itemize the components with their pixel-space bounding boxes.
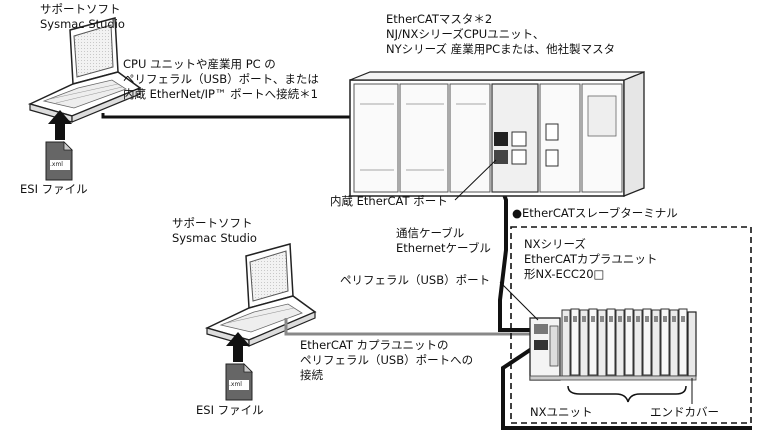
- end-cover-label: エンドカバー: [650, 405, 719, 419]
- esi-file-label-bottom: ESI ファイル: [196, 403, 264, 417]
- nx-unit-indicator: [654, 316, 658, 322]
- nx-unit-slice: [588, 308, 598, 376]
- esi-file-label-top: ESI ファイル: [20, 182, 88, 196]
- nx-unit-indicator: [663, 316, 667, 322]
- nx-unit-indicator: [672, 316, 676, 322]
- nx-unit-indicator: [636, 316, 640, 322]
- master-description: EtherCATマスタ＊2 NJ/NXシリーズCPUユニット、 NYシリーズ 産…: [386, 12, 616, 56]
- usb-cable-bottom: [284, 318, 538, 336]
- xml-ext-bottom: .xml: [229, 381, 242, 388]
- nx-unit-indicator: [618, 316, 622, 322]
- nx-unit-indicator: [681, 316, 685, 322]
- usb-port-leader-line: [499, 281, 539, 321]
- upload-arrow-icon-bottom: [226, 332, 250, 362]
- usb-note-bottom: EtherCAT カプラユニットの ペリフェラル（USB）ポートへの 接続: [300, 338, 474, 382]
- nx-units-brace: [567, 385, 687, 403]
- nx-unit-slice: [642, 308, 652, 376]
- usb-port-label: ペリフェラル（USB）ポート: [340, 273, 491, 287]
- nx-unit-slice: [660, 308, 670, 376]
- coupler-description: NXシリーズ EtherCATカプラユニット 形NX-ECC20□: [524, 237, 658, 281]
- nx-slave-terminal: [529, 308, 697, 381]
- nx-unit-indicator: [627, 316, 631, 322]
- xml-file-icon-bottom: [225, 363, 253, 401]
- nx-units-label: NXユニット: [530, 405, 593, 419]
- xml-ext-top: .xml: [50, 161, 63, 168]
- xml-file-icon-top: [45, 141, 73, 181]
- nx-unit-indicator: [564, 316, 568, 322]
- slave-terminal-title: ●EtherCATスレーブターミナル: [512, 206, 678, 220]
- nx-unit-slice: [678, 308, 688, 376]
- nx-unit-indicator: [645, 316, 649, 322]
- nx-unit-indicator: [609, 316, 613, 322]
- nx-unit-indicator: [582, 316, 586, 322]
- pc-bottom-title: サポートソフト Sysmac Studio: [172, 216, 257, 245]
- ethercat-port-label: 内蔵 EtherCAT ポート: [330, 194, 448, 208]
- nx-unit-indicator: [573, 316, 577, 322]
- ethercat-cable-out: [501, 346, 752, 430]
- nx-unit-slice: [570, 308, 580, 376]
- slave-terminal-boundary: [510, 226, 752, 424]
- laptop-icon-bottom: [204, 243, 317, 347]
- pc-top-title: サポートソフト Sysmac Studio: [40, 2, 125, 31]
- usb-note-top: CPU ユニットや産業用 PC の ペリフェラル（USB）ポート、または 内蔵 …: [123, 57, 319, 101]
- laptop-icon-top: [27, 17, 142, 123]
- ethercat-master-controller: [349, 71, 645, 197]
- cable-label: 通信ケーブル Ethernetケーブル: [396, 226, 491, 255]
- nx-unit-indicator: [591, 316, 595, 322]
- nx-unit-slice: [606, 308, 616, 376]
- upload-arrow-icon-top: [48, 110, 72, 140]
- nx-unit-slice: [624, 308, 634, 376]
- nx-unit-indicator: [600, 316, 604, 322]
- port-leader-line: [454, 159, 497, 201]
